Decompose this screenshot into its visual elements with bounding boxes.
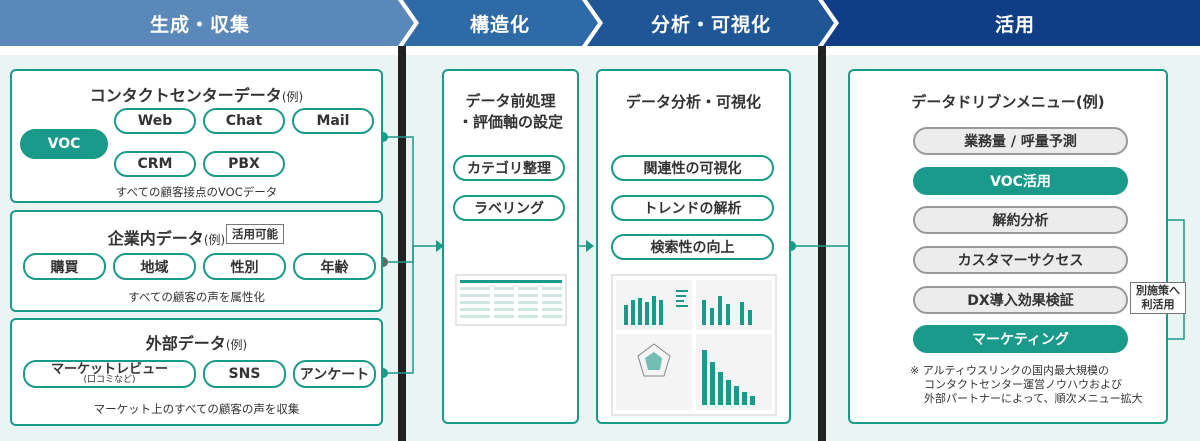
searchability-pill: 検索性の向上 [611, 234, 774, 260]
trend-analysis-pill: トレンドの解析 [611, 195, 774, 221]
channel-chat: Chat [203, 108, 285, 134]
external-data-title: 外部データ(例) [145, 334, 248, 353]
channel-mail: Mail [292, 108, 374, 134]
channel-crm: CRM [114, 151, 196, 177]
attr-gender: 性別 [203, 253, 286, 280]
menu-churn-analysis: 解約分析 [913, 206, 1128, 234]
survey-pill: アンケート [293, 360, 376, 388]
stage-arrows [0, 0, 1200, 46]
channel-web: Web [114, 108, 196, 134]
menu-workload-forecast: 業務量 / 呼量予測 [913, 127, 1128, 155]
market-review-pill: マーケットレビュー (口コミなど) [23, 360, 196, 388]
internal-data-caption: すべての顧客の声を属性化 [128, 290, 265, 304]
menu-customer-success: カスタマーサクセス [913, 246, 1128, 274]
sns-pill: SNS [203, 360, 286, 388]
structuring-title: データ前処理 ・評価軸の設定 [457, 92, 563, 131]
contact-center-title: コンタクトセンターデータ(例) [89, 86, 304, 105]
labeling-pill: ラベリング [453, 195, 565, 221]
internal-data-title: 企業内データ(例) [107, 229, 226, 248]
category-organize-pill: カテゴリ整理 [453, 155, 565, 181]
structuring-card: データ前処理 ・評価軸の設定 [442, 69, 579, 424]
attr-region: 地域 [113, 253, 196, 280]
attr-purchase: 購買 [23, 253, 106, 280]
analysis-title: データ分析・可視化 [625, 93, 761, 111]
contact-center-card: コンタクトセンターデータ(例) すべての顧客接点のVOCデータ [10, 69, 383, 203]
stage-analyze: 分析・可視化 [650, 13, 771, 36]
reuse-note: 別施策へ 利活用 [1130, 282, 1186, 314]
menu-dx-effect: DX導入効果検証 [913, 286, 1128, 314]
stage-structure: 構造化 [469, 13, 530, 36]
channel-pbx: PBX [203, 151, 285, 177]
available-badge: 活用可能 [226, 224, 284, 244]
external-data-caption: マーケット上のすべての顧客の声を収集 [93, 402, 300, 416]
voc-pill: VOC [20, 129, 108, 159]
correlation-viz-pill: 関連性の可視化 [611, 155, 774, 181]
menu-marketing: マーケティング [913, 325, 1128, 353]
menu-voc-use: VOC活用 [913, 167, 1128, 195]
stage-utilize: 活用 [994, 13, 1035, 36]
attr-age: 年齢 [293, 253, 376, 280]
utilization-title: データドリブンメニュー(例) [911, 93, 1105, 111]
stage-collect: 生成・収集 [149, 13, 250, 36]
contact-center-caption: すべての顧客接点のVOCデータ [115, 185, 278, 199]
utilization-footnote: ※ アルティウスリンクの国内最大規模の コンタクトセンター運営ノウハウおよび 外… [910, 364, 1143, 405]
